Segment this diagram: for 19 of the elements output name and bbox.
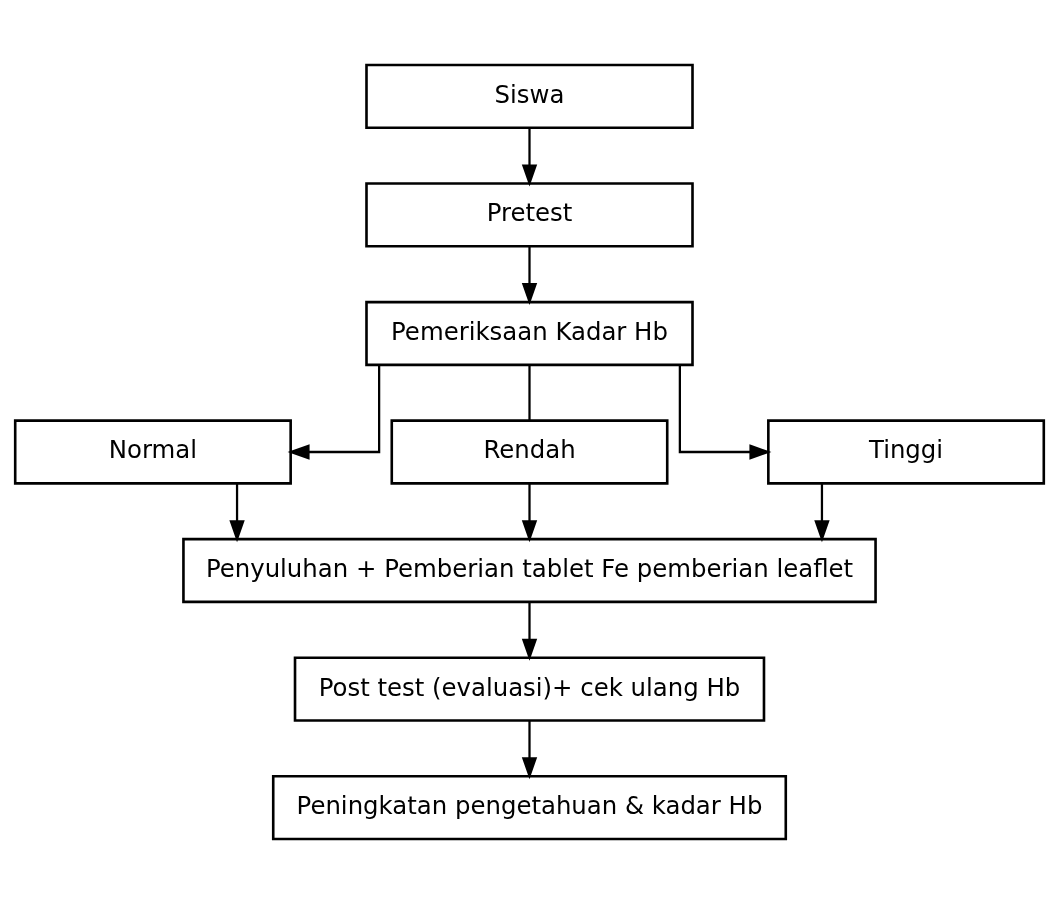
node-box: Normal [13,418,292,485]
node-box: Penyuluhan + Pemberian tablet Fe pemberian leaflet [182,537,877,603]
node-box: Pretest [365,181,694,248]
arrow [521,483,538,542]
arrow [229,483,245,542]
node-box: Tinggi [767,418,1046,485]
node-box: Peningkatan pengetahuan & kadar Hb [271,774,788,840]
node-box: Siswa [365,63,694,129]
connector [528,364,531,420]
arrow [814,483,830,542]
arrow [521,246,538,305]
node-box: Post test (evaluasi)+ cek ulang Hb [293,655,766,722]
arrow [287,364,381,460]
node-box: Rendah [390,418,669,485]
arrow [521,127,538,186]
node-box: Pemeriksaan Kadar Hb [365,300,694,366]
arrow [521,601,538,661]
arrow [678,364,772,460]
arrow [521,720,538,779]
